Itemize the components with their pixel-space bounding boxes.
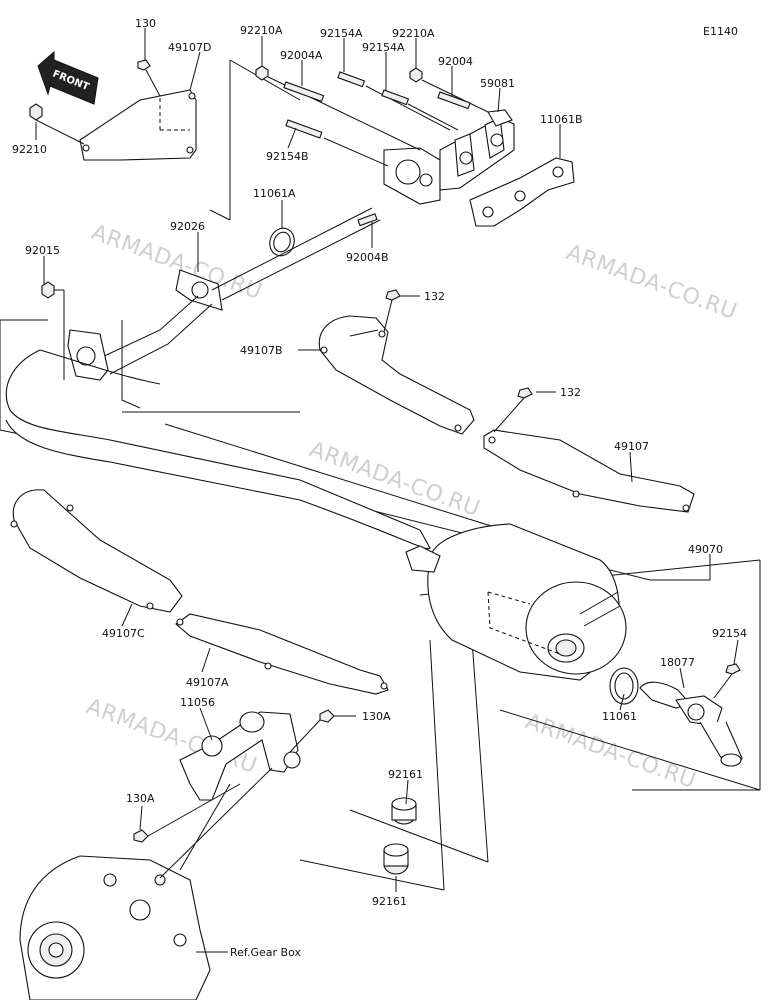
label-11061A: 11061A — [253, 187, 296, 200]
bushing-92161-2 — [383, 843, 409, 875]
label-49070: 49070 — [688, 543, 723, 556]
watermark-2: ARMADA-CO.RU — [563, 240, 740, 325]
label-11056: 11056 — [180, 696, 215, 709]
label-59081: 59081 — [480, 77, 515, 90]
label-92161-1: 92161 — [388, 768, 423, 781]
bolt-130 — [137, 59, 151, 71]
label-130A-2: 130A — [126, 792, 155, 805]
gasket-ring-11061A — [269, 227, 295, 257]
label-11061: 11061 — [602, 710, 637, 723]
label-130A-1: 130A — [362, 710, 391, 723]
bolt-130A-1 — [319, 709, 335, 723]
label-92210: 92210 — [12, 143, 47, 156]
bolt-92154 — [725, 663, 741, 675]
label-92026: 92026 — [170, 220, 205, 233]
gear-box — [19, 855, 211, 1000]
label-49107B: 49107B — [240, 344, 283, 357]
front-arrow-icon: FRONT — [37, 50, 99, 105]
nut-92015 — [41, 281, 55, 299]
label-92161-2: 92161 — [372, 895, 407, 908]
label-92015: 92015 — [25, 244, 60, 257]
label-92154A-1: 92154A — [320, 27, 363, 40]
muffler-49070 — [405, 523, 627, 681]
label-92154: 92154 — [712, 627, 747, 640]
bushing-92161-1 — [391, 797, 417, 825]
heat-shield-49107A — [175, 613, 389, 695]
manifold-fasteners — [255, 65, 489, 227]
label-49107C: 49107C — [102, 627, 145, 640]
bolt-132-2 — [517, 387, 533, 399]
label-132-1: 132 — [424, 290, 445, 303]
heat-shield-49107B — [318, 315, 475, 435]
gasket-11061B — [469, 157, 575, 227]
label-92154B: 92154B — [266, 150, 309, 163]
label-92004: 92004 — [438, 55, 473, 68]
label-18077: 18077 — [660, 656, 695, 669]
label-92004A: 92004A — [280, 49, 323, 62]
label-92004B: 92004B — [346, 251, 389, 264]
leader-lines — [35, 28, 739, 892]
label-ref-gear-box: Ref.Gear Box — [230, 946, 301, 959]
heat-shield-49107D — [79, 89, 197, 161]
label-49107A: 49107A — [186, 676, 229, 689]
spark-arrester-18077 — [639, 681, 743, 767]
bolt-132-1 — [385, 289, 401, 301]
diagram-code: E1140 — [703, 25, 738, 38]
label-92210A-1: 92210A — [240, 24, 283, 37]
gasket-11061 — [609, 667, 639, 705]
part-labels: 130 49107D 92210 92210A 92004A 92154A 92… — [12, 17, 747, 959]
nut-92210 — [29, 103, 43, 121]
label-130: 130 — [135, 17, 156, 30]
label-49107: 49107 — [614, 440, 649, 453]
heat-shield-49107 — [483, 429, 695, 513]
exhaust-manifold — [383, 109, 515, 205]
label-132-2: 132 — [560, 386, 581, 399]
heat-shield-49107C — [10, 489, 183, 613]
tail-pipe — [5, 349, 431, 550]
label-11061B: 11061B — [540, 113, 583, 126]
label-92210A-2: 92210A — [392, 27, 435, 40]
label-49107D: 49107D — [168, 41, 211, 54]
bracket-11056 — [179, 711, 301, 801]
label-92154A-2: 92154A — [362, 41, 405, 54]
bolt-130A-2 — [133, 829, 149, 843]
